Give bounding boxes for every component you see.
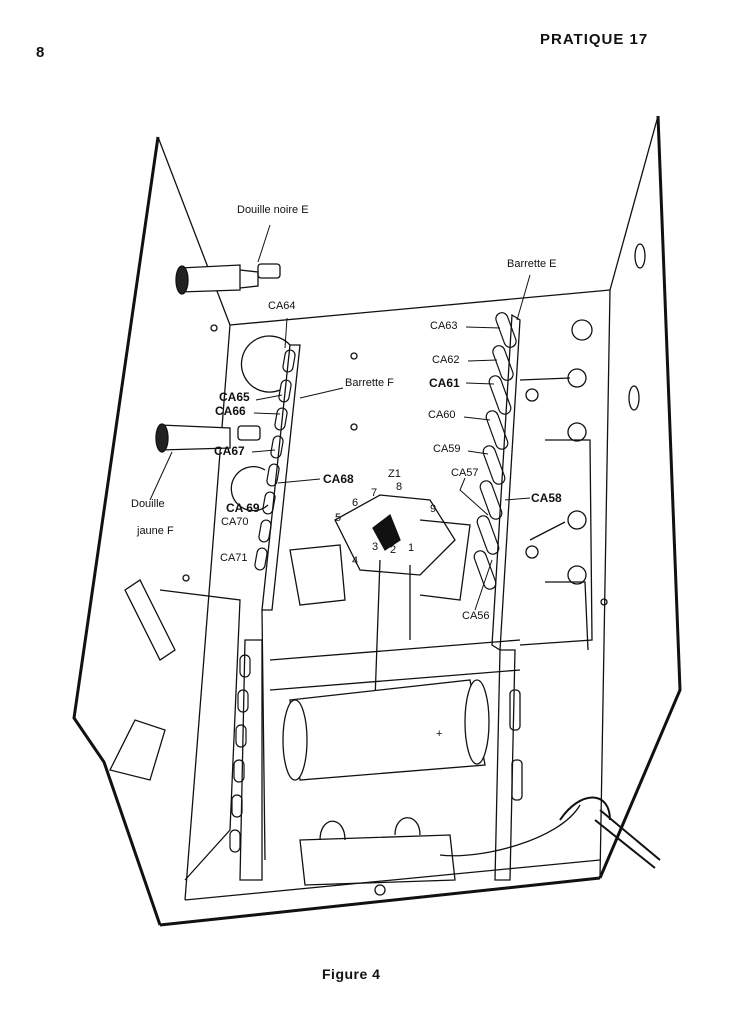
- figure-caption: Figure 4: [322, 966, 381, 982]
- label-ca58: CA58: [531, 491, 562, 505]
- label-ca69: CA 69: [226, 501, 260, 515]
- label-ca68: CA68: [323, 472, 354, 486]
- barrette-f-drawing: [261, 344, 301, 611]
- z1-socket-drawing: [289, 494, 471, 606]
- label-z1: Z1: [388, 468, 401, 480]
- label-barrette-e: Barrette E: [507, 258, 557, 270]
- douille-jaune-f-drawing: [155, 423, 261, 453]
- label-pin2: 2: [390, 544, 397, 556]
- label-ca65: CA65: [219, 390, 250, 404]
- right-wall: [598, 115, 682, 879]
- label-barrette-f: Barrette F: [345, 377, 394, 389]
- label-ca63: CA63: [430, 320, 458, 332]
- label-pin3: 3: [372, 541, 379, 553]
- label-pin1: 1: [408, 542, 415, 554]
- back-wall-edge: [229, 289, 611, 326]
- label-ca71: CA71: [220, 552, 248, 564]
- left-wall: [72, 136, 162, 926]
- label-ca57: CA57: [451, 467, 479, 479]
- page-number: 8: [36, 44, 46, 61]
- label-ca64: CA64: [268, 300, 296, 312]
- label-ca61: CA61: [429, 376, 460, 390]
- label-pin9: 9: [430, 503, 437, 515]
- label-pin6: 6: [352, 497, 359, 509]
- barrette-e-drawing: [491, 313, 521, 652]
- label-douille-noire-e: Douille noire E: [237, 204, 309, 216]
- label-ca62: CA62: [432, 354, 460, 366]
- label-ca59: CA59: [433, 443, 461, 455]
- label-ca60: CA60: [428, 409, 456, 421]
- label-ca70: CA70: [221, 516, 249, 528]
- label-ca67: CA67: [214, 444, 245, 458]
- page-header: PRATIQUE 17: [540, 31, 649, 48]
- label-douille-jaune-f-2: jaune F: [137, 525, 174, 537]
- label-pin7: 7: [371, 487, 378, 499]
- label-ca56: CA56: [462, 610, 490, 622]
- label-ca66: CA66: [215, 404, 246, 418]
- label-pin4: 4: [352, 555, 359, 567]
- label-capacitor-plus: +: [436, 728, 443, 740]
- label-pin8: 8: [396, 481, 403, 493]
- front-edge: [159, 876, 601, 927]
- capacitor-drawing: [282, 679, 490, 781]
- label-douille-jaune-f-1: Douille: [131, 498, 165, 510]
- label-pin5: 5: [335, 512, 342, 524]
- douille-noire-e-drawing: [175, 263, 281, 295]
